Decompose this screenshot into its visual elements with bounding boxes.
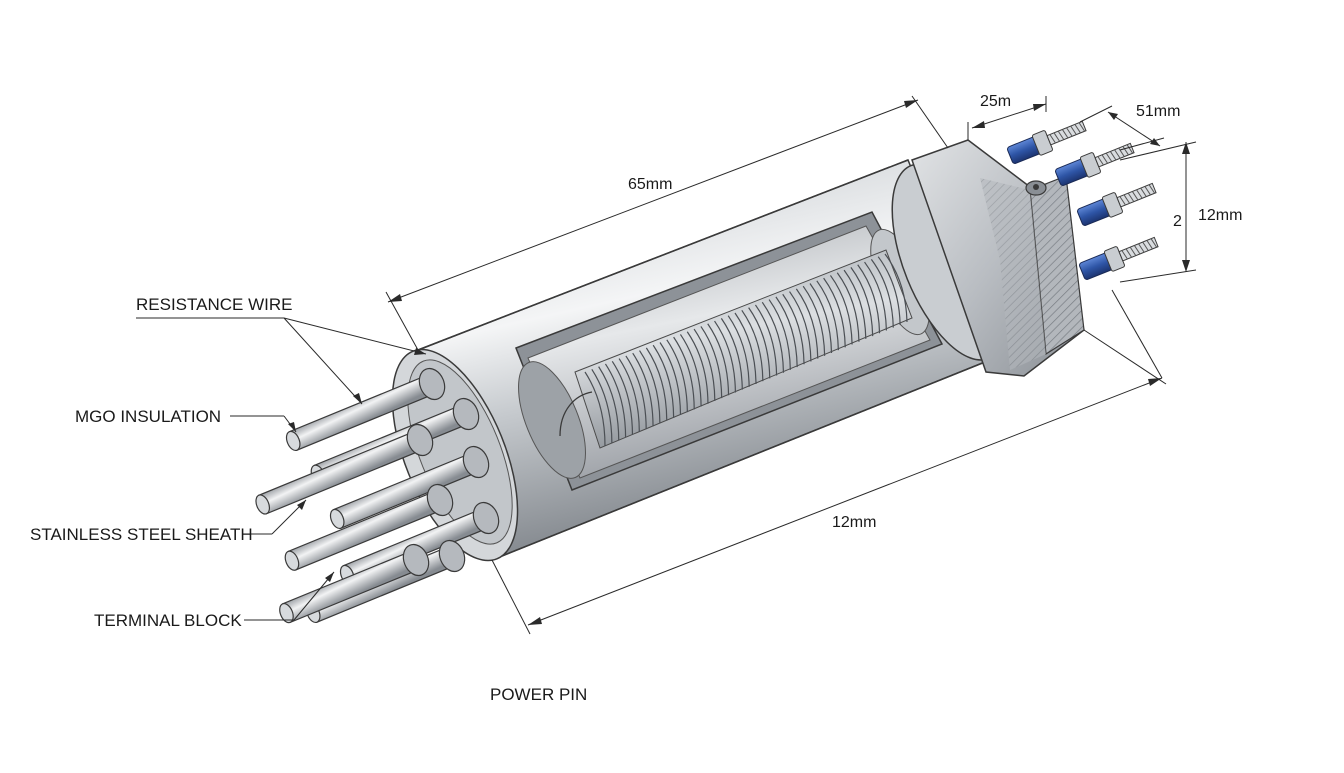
terminal-pin — [1055, 142, 1135, 186]
terminal-pin — [1007, 120, 1087, 164]
power-pins-bundle — [255, 367, 500, 624]
terminal-pin — [1079, 236, 1159, 280]
label-stainless-steel-sheath: STAINLESS STEEL SHEATH — [30, 525, 253, 544]
dim-terminal-spacing: 51mm — [1136, 103, 1180, 120]
label-power-pin: POWER PIN — [490, 685, 587, 704]
power-pin-rod — [285, 367, 446, 452]
dim-terminal-height: 12mm — [1198, 207, 1242, 224]
dimension-arrowheads — [388, 100, 1190, 625]
dim-flange-width: 25m — [980, 93, 1011, 110]
power-pin-rod — [279, 543, 430, 624]
power-pin-rod — [255, 423, 434, 515]
power-pin-rod — [329, 445, 490, 530]
label-resistance-wire: RESISTANCE WIRE — [136, 295, 292, 314]
terminal-block — [911, 139, 1085, 377]
terminal-pin — [1077, 182, 1157, 226]
label-terminal-block: TERMINAL BLOCK — [94, 611, 242, 630]
dim-terminal-count: 2 — [1173, 213, 1182, 230]
resistance-coil — [559, 249, 913, 449]
dim-bottom-length: 12mm — [832, 514, 876, 531]
label-mgo-insulation: MGO INSULATION — [75, 407, 221, 426]
callout-arrowheads — [288, 348, 426, 582]
dimension-lines — [385, 95, 1197, 635]
dim-overall-length: 65mm — [628, 176, 672, 193]
power-pin-rod — [284, 483, 454, 571]
